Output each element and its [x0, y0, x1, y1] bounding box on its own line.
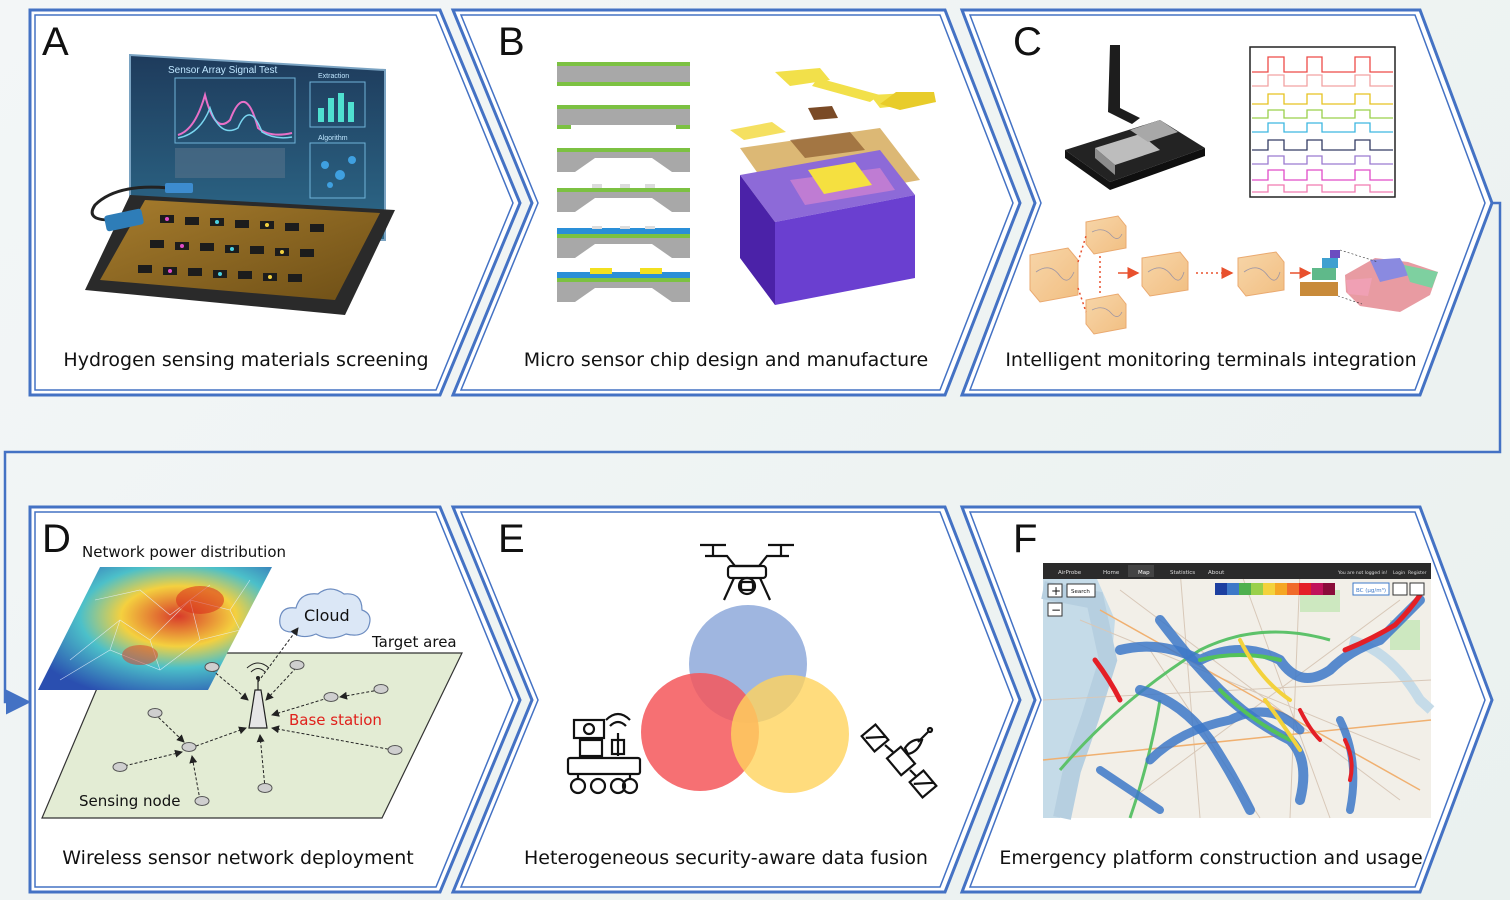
map-nav-register[interactable]: Register — [1408, 570, 1427, 576]
panel-letter-c: C — [1013, 20, 1042, 64]
screen-extraction-text: Extraction — [318, 73, 349, 80]
cloud-icon — [279, 588, 371, 639]
base-station-label: Base station — [289, 711, 382, 729]
network-power-heatmap — [38, 567, 272, 690]
sensor-network-links — [119, 627, 394, 801]
sensor-array-test-illustration: Sensor Array Signal Test Extraction Algo… — [85, 53, 395, 315]
caption-panel-d: Wireless sensor network deployment — [62, 847, 414, 869]
monitoring-terminal-illustration — [1065, 45, 1205, 190]
drone-icon — [700, 543, 794, 601]
panel-b-frame — [450, 8, 1022, 397]
network-power-label: Network power distribution — [82, 543, 286, 561]
map-unit-label: BC (μg/m³) — [1356, 587, 1386, 594]
sensing-nodes — [112, 660, 403, 806]
pollution-map: + − Search BC (μg/m³) AirProbe Home Map … — [1041, 563, 1435, 820]
caption-panel-a: Hydrogen sensing materials screening — [63, 349, 429, 371]
caption-panel-c: Intelligent monitoring terminals integra… — [1005, 349, 1417, 371]
map-zoom-out-button[interactable]: − — [1051, 603, 1061, 617]
map-nav-map[interactable]: Map — [1138, 570, 1150, 576]
map-nav-login[interactable]: Login — [1393, 570, 1405, 576]
panel-letter-e: E — [498, 517, 525, 561]
exploded-chip-illustration — [730, 68, 936, 305]
map-zoom-in-button[interactable]: + — [1051, 584, 1061, 598]
panel-letter-b: B — [498, 20, 525, 64]
map-nav-about[interactable]: About — [1208, 570, 1225, 576]
map-search-button[interactable]: Search — [1071, 589, 1090, 595]
screen-algorithm-text: Algorithm — [318, 135, 348, 142]
data-fusion-venn — [641, 605, 849, 793]
cloud-label: Cloud — [304, 606, 350, 625]
map-nav-home[interactable]: Home — [1103, 570, 1120, 576]
panel-letter-f: F — [1013, 517, 1038, 561]
model-pipeline-illustration — [1029, 215, 1438, 335]
map-nav-status: You are not logged in! — [1337, 570, 1388, 576]
row-connector-arrow — [3, 201, 1502, 715]
robot-rover-icon — [566, 712, 642, 795]
map-nav-statistics[interactable]: Statistics — [1170, 570, 1195, 576]
panel-letter-d: D — [42, 517, 71, 561]
screen-title-text: Sensor Array Signal Test — [168, 65, 278, 76]
satellite-icon — [860, 723, 938, 799]
target-area-label: Target area — [371, 633, 457, 651]
caption-panel-b: Micro sensor chip design and manufacture — [523, 349, 929, 371]
panel-c-frame — [959, 8, 1494, 397]
panel-letter-a: A — [42, 20, 69, 64]
caption-panel-e: Heterogeneous security-aware data fusion — [524, 847, 928, 869]
fabrication-steps-illustration — [557, 62, 690, 302]
base-station-icon — [246, 662, 270, 729]
map-nav-brand: AirProbe — [1058, 570, 1082, 576]
sensing-node-label: Sensing node — [79, 792, 180, 810]
signal-waveforms-chart — [1249, 46, 1396, 198]
caption-panel-f: Emergency platform construction and usag… — [999, 847, 1423, 869]
